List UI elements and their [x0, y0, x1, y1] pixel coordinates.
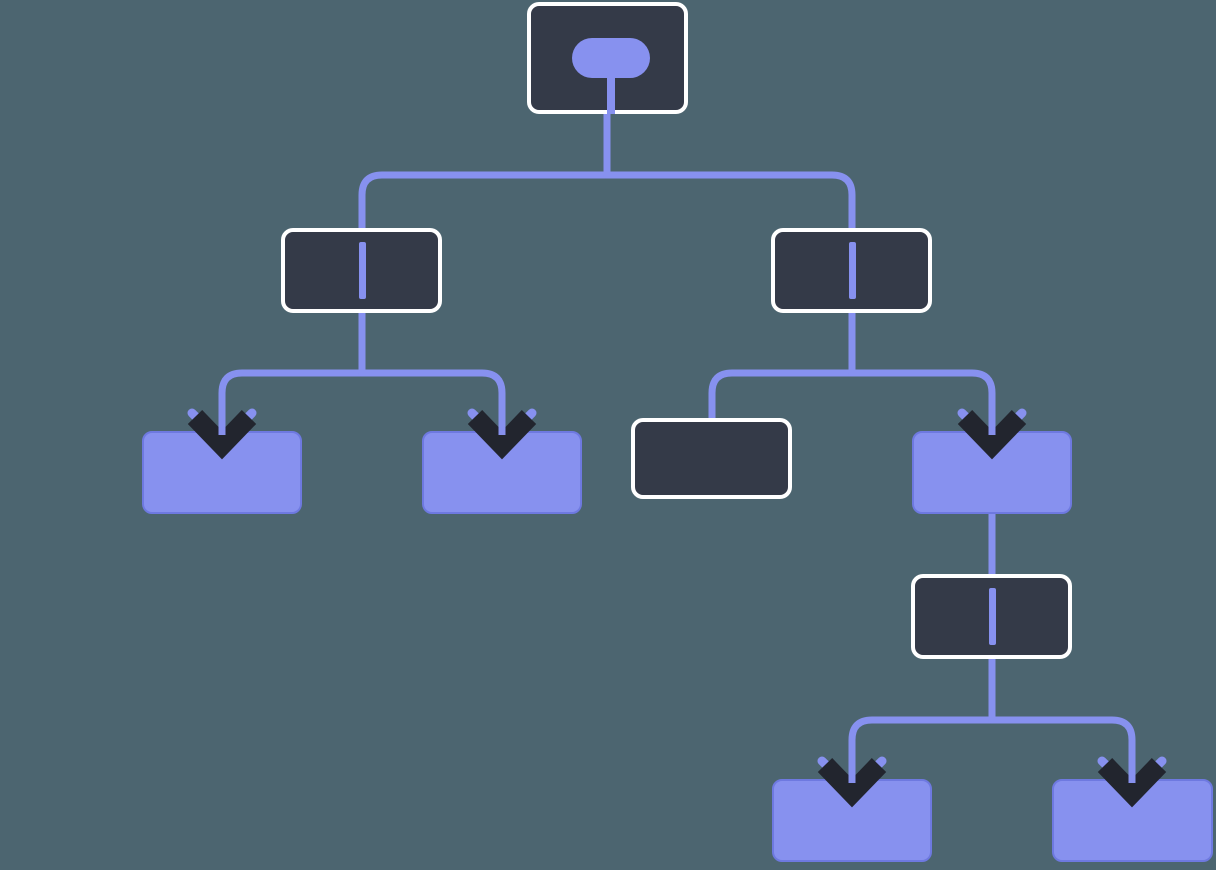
node-root-stem-glyph [607, 74, 615, 114]
node-root-pill-glyph [572, 38, 650, 78]
node-l2-left-bar-glyph [359, 242, 366, 299]
node-l3-a[interactable] [142, 431, 302, 514]
node-l5-a[interactable] [772, 779, 932, 862]
node-l3-d[interactable] [912, 431, 1072, 514]
node-l2-right[interactable] [771, 228, 932, 313]
node-l2-left[interactable] [281, 228, 442, 313]
node-root[interactable] [527, 2, 688, 114]
node-l3-b[interactable] [422, 431, 582, 514]
node-l4[interactable] [911, 574, 1072, 659]
node-l4-bar-glyph [989, 588, 996, 645]
node-l2-right-bar-glyph [849, 242, 856, 299]
node-l5-b[interactable] [1052, 779, 1213, 862]
node-l3-c[interactable] [631, 418, 792, 499]
